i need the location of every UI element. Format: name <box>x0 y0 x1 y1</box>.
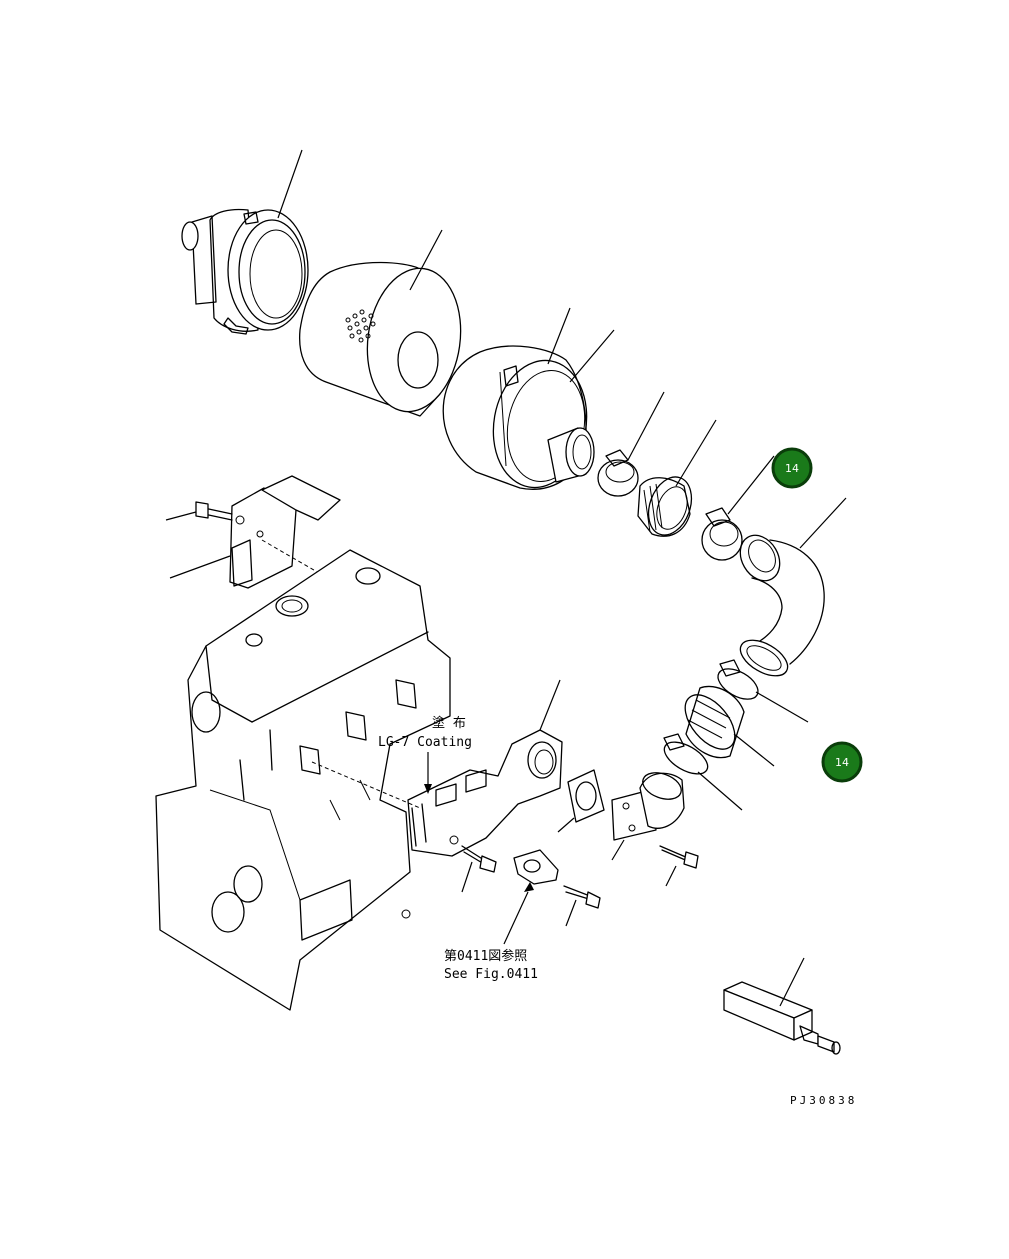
leader-line <box>675 419 717 487</box>
coating-note-jp: 塗 布 <box>432 715 466 731</box>
leader-line <box>169 555 231 579</box>
leader-line <box>569 329 615 383</box>
air-cleaner-end-cap <box>181 208 309 335</box>
leader-line <box>733 733 775 767</box>
bolt <box>659 845 699 869</box>
leader-line <box>565 899 577 927</box>
coating-note-en: LG-7 Coating <box>378 735 472 750</box>
support-bracket <box>229 475 341 589</box>
leader-line <box>665 865 677 887</box>
bolt <box>461 845 497 873</box>
leader-line <box>277 149 303 219</box>
inlet-connector <box>611 772 685 841</box>
callout-badge[interactable]: 14 <box>771 447 813 489</box>
hose-clamp <box>663 733 709 775</box>
leader-line <box>627 391 665 461</box>
hidden-line <box>311 761 421 809</box>
manifold-clamp <box>513 849 559 885</box>
leader-line <box>799 497 847 549</box>
callout-circle <box>821 741 863 783</box>
rubber-hose <box>637 476 693 537</box>
hose-clamp <box>701 507 743 561</box>
leader-line <box>461 861 473 893</box>
callout-number: 14 <box>835 756 849 769</box>
figure-reference-jp: 第0411図参照 <box>444 948 527 964</box>
leader-line <box>165 511 197 521</box>
callout-number: 14 <box>785 462 799 475</box>
leader-line <box>727 455 775 515</box>
gasket <box>567 769 605 823</box>
intake-manifold <box>407 729 563 857</box>
air-cleaner-body <box>442 345 595 490</box>
drawing-number: PJ30838 <box>790 1094 857 1107</box>
reference-arrow <box>503 882 534 945</box>
leader-line <box>697 771 743 811</box>
leader-line <box>557 817 575 833</box>
leader-line <box>755 691 809 723</box>
elbow-pipe <box>739 534 825 677</box>
bolt <box>195 501 233 521</box>
callout-badge[interactable]: 14 <box>821 741 863 783</box>
coating-arrow <box>424 752 432 794</box>
filter-perforations <box>345 309 376 343</box>
leader-line <box>539 679 561 731</box>
callout-circle <box>771 447 813 489</box>
leader-line <box>779 957 805 1007</box>
rubber-hose <box>684 685 745 759</box>
leader-line <box>409 229 443 291</box>
outer-filter-element <box>298 261 462 417</box>
leader-line <box>547 307 571 365</box>
leader-line <box>611 839 625 861</box>
dust-indicator <box>723 981 841 1055</box>
figure-reference-en: See Fig.0411 <box>444 967 538 982</box>
bolt <box>563 885 601 909</box>
hose-clamp <box>597 449 639 497</box>
engine-block <box>155 549 451 1011</box>
